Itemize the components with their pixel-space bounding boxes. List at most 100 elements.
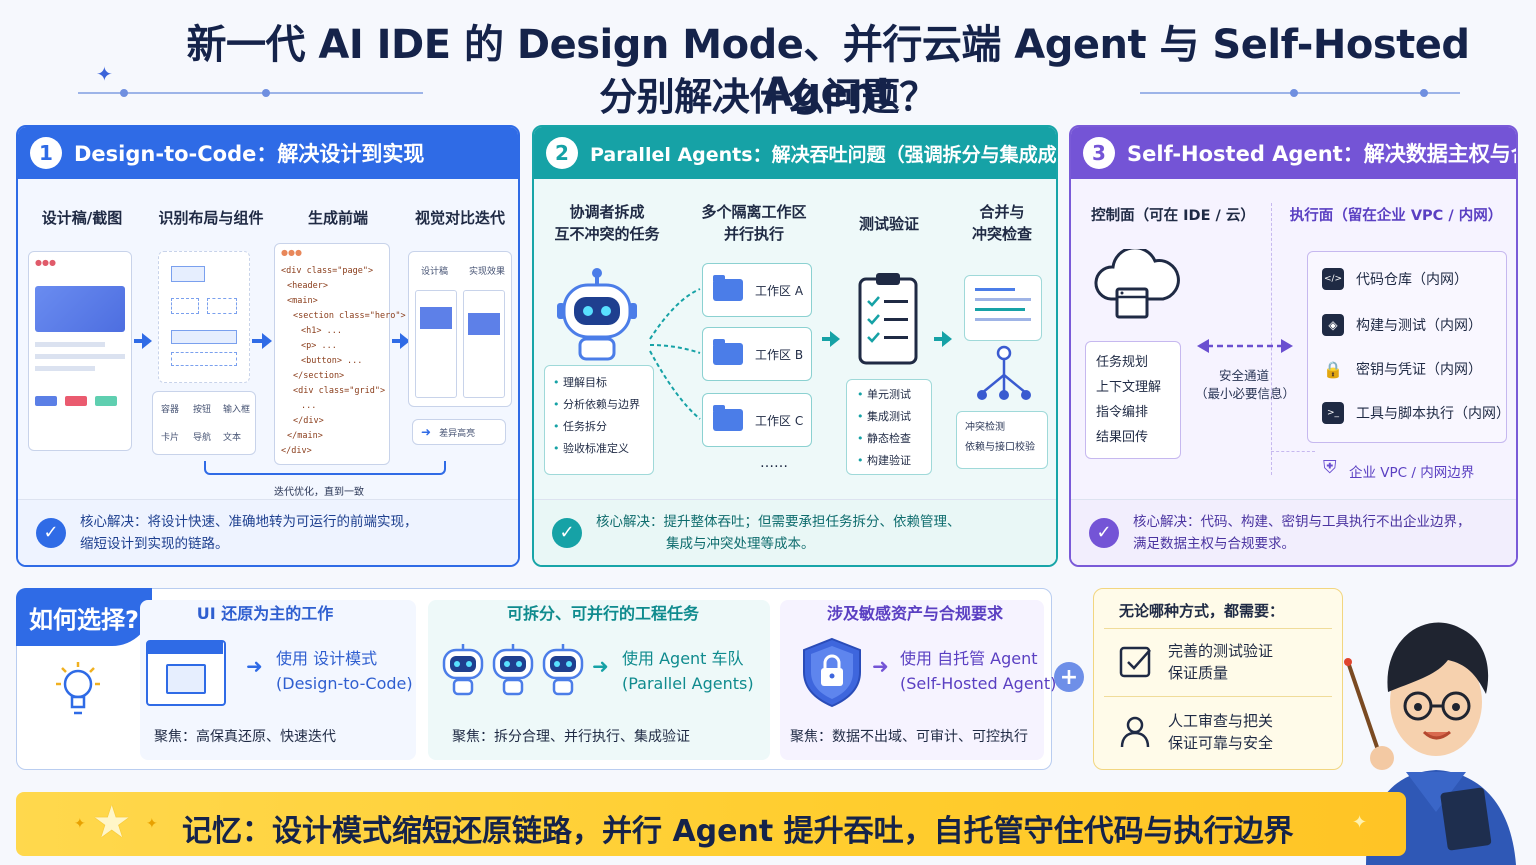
resource-label: 工具与脚本执行（内网） [1356,406,1510,422]
pointer-icon: ➜ [421,425,432,439]
resource-item: </> 代码仓库（内网） [1322,268,1468,290]
design-window-icon [146,640,226,706]
flow-arrow [822,337,832,341]
iteration-loop-label: 迭代优化，直到一致 [274,487,364,498]
code-line: </div> [293,416,324,426]
flow-arrow-head [262,333,272,349]
choose-arrow-icon: ➜ [872,654,889,678]
mockup-line [35,354,125,359]
star-icon: ★ [92,797,132,848]
code-line: <main> [287,296,318,306]
use-line: 使用 Agent 车队 [622,649,744,668]
choose-col-title: 可拆分、可并行的工程任务 [506,604,699,623]
title-deco-line-left [78,92,423,94]
test-item: 静态检查 [857,428,931,450]
checklist-icon [1119,646,1151,678]
mockup-line [35,366,95,371]
requirement-item: 完善的测试验证 保证质量 [1118,640,1273,684]
check-icon: ✓ [552,517,582,548]
control-plane-label: 控制面（可在 IDE / 云） [1091,208,1255,224]
mockup-chip-green [95,396,117,406]
selfhosted-panel-header: 3 Self-Hosted Agent：解决数据主权与合规 [1071,127,1516,179]
parallel-panel-body: 协调者拆成 互不冲突的任务 多个隔离工作区 并行执行 测试验证 合并与 冲突检查… [534,179,1056,501]
requirement-line: 人工审查与把关 [1168,712,1274,730]
panel-number-badge: 1 [30,137,62,169]
selfhosted-core-solution: ✓ 核心解决：代码、构建、密钥与工具执行不出企业边界， 满足数据主权与合规要求。 [1071,499,1516,565]
resource-item: ◈ 构建与测试（内网） [1322,314,1482,336]
title-deco-dot [1420,89,1428,97]
parallel-panel-header: 2 Parallel Agents：解决吞吐问题（强调拆分与集成成本） [534,127,1056,179]
control-item: 上下文理解 [1096,380,1162,395]
design-core-solution: ✓ 核心解决：将设计快速、准确地转为可运行的前端实现， 缩短设计到实现的链路。 [18,499,518,565]
title-deco-dot [1290,89,1298,97]
flow-arrow [134,339,144,343]
cloud-icon [1094,249,1180,319]
code-line: <h1> ... [301,326,342,336]
exec-plane-label: 执行面（留在企业 VPC / 内网） [1289,208,1503,224]
requirement-line: 完善的测试验证 [1168,642,1274,660]
control-item: 结果回传 [1096,430,1149,445]
choose-col-title: 涉及敏感资产与合规要求 [826,604,1003,623]
flow-arrow-head [830,331,840,347]
merge-check-item: 冲突检测 [965,422,1005,433]
code-line: <p> ... [301,341,337,351]
generated-code-card: ●●● <div class="page"> <header> <main> <… [274,243,406,465]
vpc-boundary-label: 企业 VPC / 内网边界 [1349,465,1475,481]
layout-block [171,298,199,314]
window-titlebar [148,642,223,654]
component-chips-card: 容器 按钮 输入框 卡片 导航 文本 [152,391,256,455]
choose-col-title: UI 还原为主的工作 [196,604,334,623]
requirement-line: 保证质量 [1168,664,1229,682]
choose-use-text: 使用 设计模式 (Design-to-Code) [276,646,413,696]
design-step-label: 设计稿/截图 [41,209,123,227]
control-item: 任务规划 [1096,355,1149,370]
component-chip: 文本 [223,433,242,443]
resource-list: </> 代码仓库（内网） ◈ 构建与测试（内网） 🔒 密钥与凭证（内网） >_ … [1307,251,1510,443]
more-workspaces: …… [760,455,788,471]
resource-item: >_ 工具与脚本执行（内网） [1322,402,1510,424]
parallel-agents-panel: 2 Parallel Agents：解决吞吐问题（强调拆分与集成成本） 协调者拆… [532,125,1058,567]
requirements-box [1093,588,1343,770]
layout-block [207,298,237,314]
layout-recognition-card [158,251,250,383]
coordinator-task: 理解目标 [553,372,653,394]
requirement-line: 保证可靠与安全 [1168,734,1274,752]
coordinator-task-list: 理解目标 分析依赖与边界 任务拆分 验收标准定义 [544,365,654,475]
image-placeholder-icon [35,286,125,332]
person-icon [1120,716,1150,748]
visual-compare-card: 设计稿 实现效果 [408,251,512,407]
control-item-list: 任务规划 上下文理解 指令编排 结果回传 [1085,341,1181,459]
parallel-step-label: 合并与 冲突检查 [971,203,1032,243]
memory-banner [16,792,1406,856]
flow-arrow [252,339,264,343]
use-line: 使用 自托管 Agent [900,649,1038,668]
doc-line [975,308,1025,311]
parallel-step-label: 多个隔离工作区 并行执行 [701,203,807,243]
selfhosted-panel-body: 控制面（可在 IDE / 云） 执行面（留在企业 VPC / 内网） 任务规划 … [1071,179,1516,501]
sparkle-icon: ✦ [146,816,158,832]
workspace-a: 工作区 A [702,263,812,317]
code-line: <header> [287,281,328,291]
component-chip: 导航 [193,433,212,443]
design-to-code-panel: 1 Design-to-Code：解决设计到实现 设计稿/截图 识别布局与组件 … [16,125,520,567]
channel-label: 安全通道 [1219,368,1270,383]
design-panel-title: Design-to-Code：解决设计到实现 [74,142,425,166]
doc-line [975,298,1031,301]
panel-number-badge: 2 [546,137,578,169]
choose-focus-text: 聚焦：数据不出域、可审计、可控执行 [790,729,1028,745]
resource-label: 构建与测试（内网） [1356,318,1482,334]
parallel-core-solution: ✓ 核心解决：提升整体吞吐；但需要承担任务拆分、依赖管理、 集成与冲突处理等成本… [534,499,1056,565]
code-line: </div> [281,446,312,456]
code-line: <button> ... [301,356,363,366]
resource-label: 代码仓库（内网） [1356,272,1468,288]
use-line: (Design-to-Code) [276,674,413,693]
mockup-dots: ●●● [35,258,56,267]
vpc-boundary-line [1271,451,1315,452]
mockup-chip-red [65,396,87,406]
resource-item: 🔒 密钥与凭证（内网） [1322,358,1482,380]
code-repo-icon: </> [1322,268,1344,290]
shield-lock-icon [800,636,864,712]
folder-icon [713,339,743,365]
test-item: 集成测试 [857,406,931,428]
lock-icon: 🔒 [1323,359,1343,379]
